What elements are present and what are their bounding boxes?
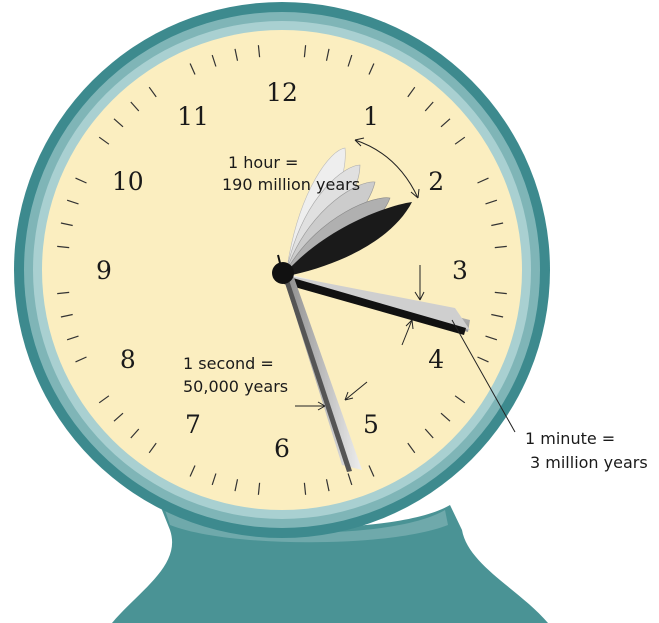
numeral-11: 11 <box>177 102 209 131</box>
numeral-10: 10 <box>112 167 144 196</box>
numeral-4: 4 <box>428 345 444 374</box>
second-label-line1: 1 second = <box>183 354 274 373</box>
second-label-line2: 50,000 years <box>183 377 288 396</box>
numeral-12: 12 <box>266 78 298 107</box>
hour-label-line1: 1 hour = <box>228 153 298 172</box>
numeral-8: 8 <box>120 345 136 374</box>
minute-label-line1: 1 minute = <box>525 429 615 448</box>
numeral-3: 3 <box>452 256 468 285</box>
numeral-6: 6 <box>274 434 290 463</box>
hand-hub <box>272 262 294 284</box>
numeral-1: 1 <box>363 102 379 131</box>
numeral-7: 7 <box>185 410 201 439</box>
numeral-5: 5 <box>363 410 379 439</box>
minute-label-line2: 3 million years <box>530 453 648 472</box>
numeral-2: 2 <box>428 167 444 196</box>
hour-label-line2: 190 million years <box>222 175 360 194</box>
numeral-9: 9 <box>96 256 112 285</box>
